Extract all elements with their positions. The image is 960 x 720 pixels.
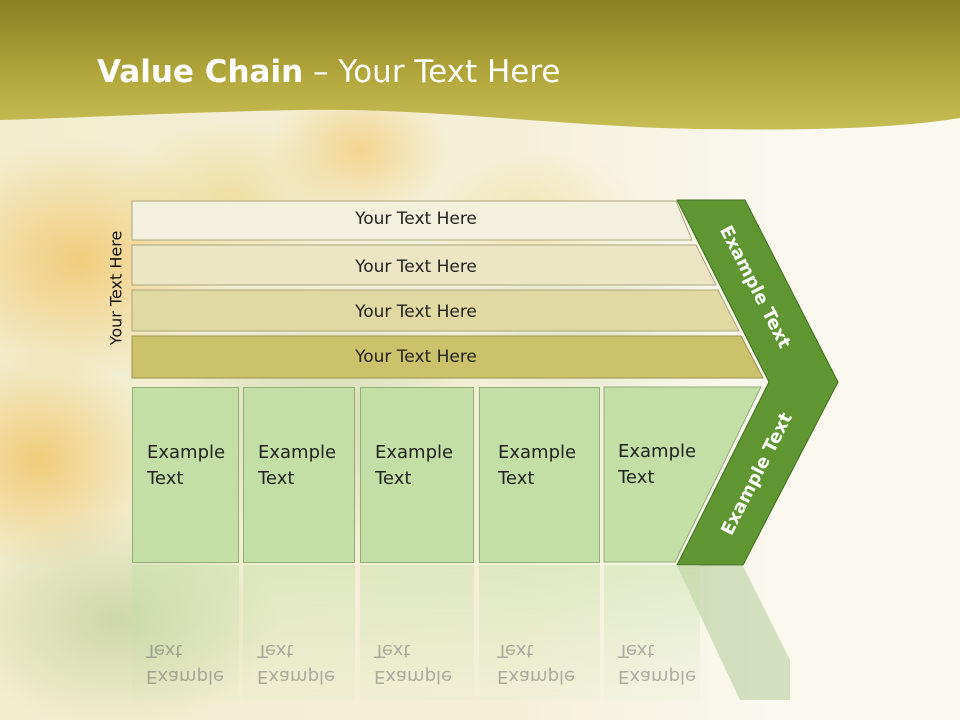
column-reflection: Example Text <box>360 565 474 700</box>
column-label-line2: Text <box>618 467 655 488</box>
bar-2 <box>131 244 717 286</box>
reflection-text: Example <box>146 666 225 687</box>
column-label-line1: Example <box>618 441 697 462</box>
column-reflection: Example Text <box>243 565 355 700</box>
last-column-shape <box>603 386 762 563</box>
column-label-line1: Example <box>258 442 337 463</box>
reflection-text: Example <box>618 666 697 687</box>
reflection-text: Text <box>257 640 294 661</box>
reflection-text: Example <box>374 666 453 687</box>
bar-label-2: Your Text Here <box>355 257 477 277</box>
reflection-text: Example <box>497 666 576 687</box>
reflection-text: Text <box>146 640 183 661</box>
column-reflection: Example Text <box>132 565 239 700</box>
reflection-text: Example <box>257 666 336 687</box>
chevron-shape <box>676 199 839 566</box>
column-label-line1: Example <box>498 442 577 463</box>
column-reflection: Example Text <box>604 565 700 700</box>
column-label-line1: Example <box>375 442 454 463</box>
column-label-line2: Text <box>147 468 184 489</box>
column-label-line2: Text <box>498 468 535 489</box>
column-label-line1: Example <box>147 442 226 463</box>
column-label-line2: Text <box>258 468 295 489</box>
title-bold: Value Chain <box>97 54 304 90</box>
bar-label-4: Your Text Here <box>355 347 477 367</box>
column-label-line2: Text <box>375 468 412 489</box>
bar-4 <box>131 335 764 379</box>
reflection-text: Text <box>497 640 534 661</box>
bar-1 <box>131 200 693 241</box>
reflection-text: Text <box>374 640 411 661</box>
reflection-text: Text <box>618 640 655 661</box>
slide-title: Value Chain – Your Text Here <box>97 54 560 90</box>
title-rest: – Your Text Here <box>303 54 561 90</box>
bar-label-3: Your Text Here <box>355 302 477 322</box>
chevron-reflection <box>677 566 790 700</box>
bar-label-1: Your Text Here <box>355 209 477 229</box>
column-reflection: Example Text <box>479 565 600 700</box>
bar-3 <box>131 289 740 332</box>
